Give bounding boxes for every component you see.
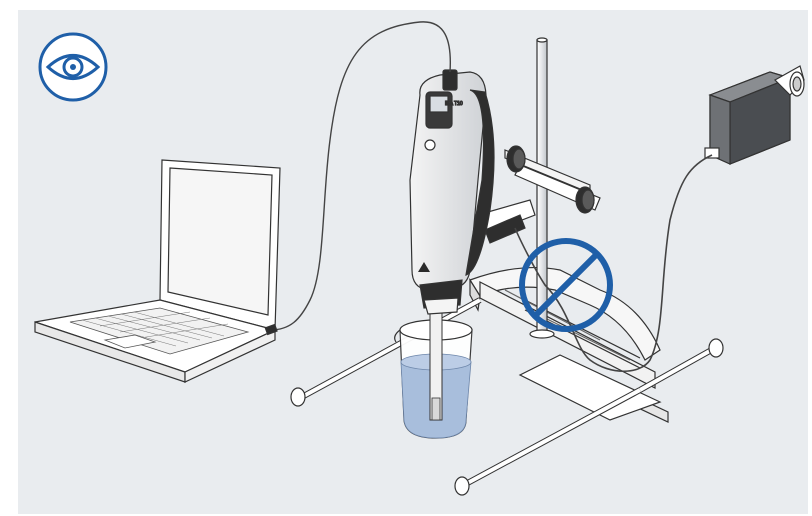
- laptop: [35, 160, 280, 382]
- stand-base: [470, 268, 668, 422]
- eye-icon[interactable]: [40, 34, 106, 100]
- device-brand-label: IKA T10: [445, 101, 463, 107]
- power-adapter: [705, 66, 804, 164]
- beaker: [395, 300, 472, 438]
